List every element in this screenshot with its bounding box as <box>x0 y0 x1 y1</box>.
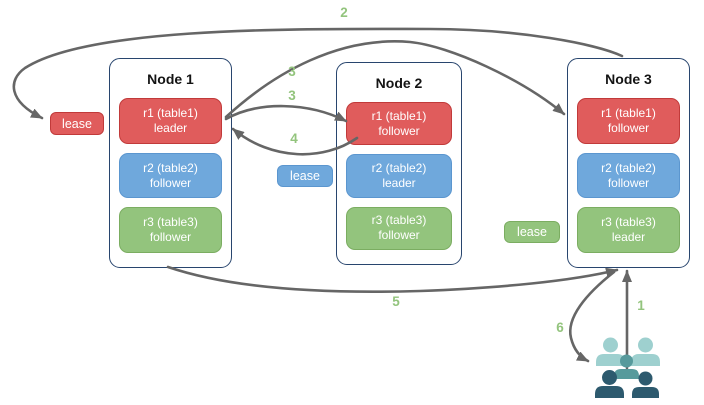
arrow-step-6 <box>568 270 616 363</box>
replica-role: leader <box>611 230 646 245</box>
step-label-5: 5 <box>392 294 400 309</box>
node-1-replica-r3: r3 (table3) follower <box>119 207 222 254</box>
person-icon <box>632 371 659 398</box>
replica-name: r2 (table2) <box>601 160 656 175</box>
replica-name: r2 (table2) <box>371 160 427 175</box>
replica-role: follower <box>149 230 192 245</box>
node-3-replica-r3: r3 (table3) leader <box>577 207 680 254</box>
arrow-step-5 <box>166 265 619 293</box>
lease-label: lease <box>62 116 92 131</box>
person-icon <box>631 337 660 366</box>
node-2-replica-r1: r1 (table1) follower <box>346 102 452 146</box>
person-icon <box>596 337 625 366</box>
replica-role: follower <box>378 228 420 243</box>
lease-badge-green: lease <box>504 221 560 243</box>
replica-role: follower <box>607 175 650 190</box>
node-2-replica-r3: r3 (table3) follower <box>346 206 452 250</box>
step-label-4: 4 <box>290 131 298 146</box>
lease-label: lease <box>290 169 320 183</box>
replica-role: follower <box>607 120 650 135</box>
replica-role: follower <box>149 175 192 190</box>
lease-badge-blue: lease <box>277 165 333 187</box>
node-3-replica-r1: r1 (table1) follower <box>577 98 680 144</box>
replica-role: leader <box>153 120 188 135</box>
node-3-title: Node 3 <box>605 71 652 87</box>
replica-name: r1 (table1) <box>371 108 427 123</box>
replica-name: r3 (table3) <box>371 213 427 228</box>
step-label-6: 6 <box>556 320 564 335</box>
arrow-step-2 <box>12 27 624 120</box>
replica-name: r1 (table1) <box>601 105 656 120</box>
node-1-title: Node 1 <box>147 71 194 87</box>
step-label-3b: 3 <box>288 88 296 103</box>
users-icon <box>595 337 660 398</box>
step-label-3a: 3 <box>288 64 296 79</box>
replica-role: leader <box>382 175 416 190</box>
step-label-1: 1 <box>637 298 645 313</box>
node-1-replica-r1: r1 (table1) leader <box>119 98 222 144</box>
replica-name: r2 (table2) <box>143 160 198 175</box>
step-label-2: 2 <box>340 5 348 20</box>
node-1-replica-r2: r2 (table2) follower <box>119 152 222 199</box>
replica-role: follower <box>378 123 420 138</box>
node-1-box: Node 1 r1 (table1) leader r2 (table2) fo… <box>109 58 232 268</box>
replica-name: r3 (table3) <box>143 215 198 230</box>
lease-label: lease <box>517 225 547 239</box>
person-icon <box>614 354 639 379</box>
lease-badge-red: lease <box>50 112 104 135</box>
replica-name: r1 (table1) <box>143 105 198 120</box>
person-icon <box>595 370 624 398</box>
node-2-title: Node 2 <box>375 75 423 91</box>
node-2-box: Node 2 r1 (table1) follower r2 (table2) … <box>336 62 462 265</box>
node-3-box: Node 3 r1 (table1) follower r2 (table2) … <box>567 58 690 268</box>
replica-name: r3 (table3) <box>601 215 656 230</box>
arrow-step-3-short <box>224 104 348 123</box>
node-3-replica-r2: r2 (table2) follower <box>577 152 680 199</box>
node-2-replica-r2: r2 (table2) leader <box>346 154 452 198</box>
arrow-group <box>12 27 632 370</box>
